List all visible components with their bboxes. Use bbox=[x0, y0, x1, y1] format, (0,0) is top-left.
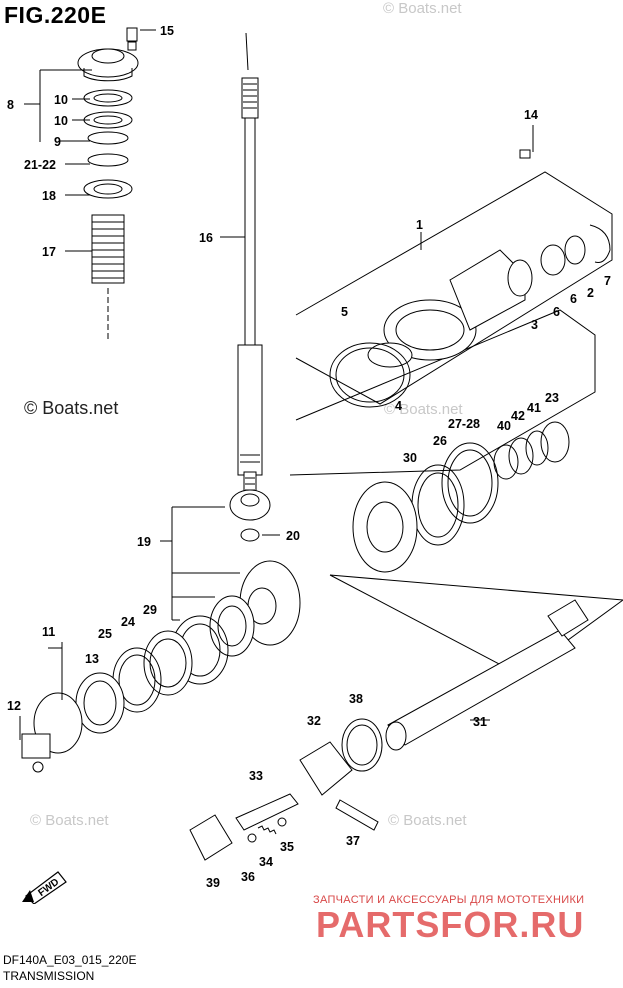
callout-17: 17 bbox=[42, 245, 56, 259]
callout-41: 41 bbox=[527, 401, 541, 415]
callout-24: 24 bbox=[121, 615, 135, 629]
callout-19: 19 bbox=[137, 535, 151, 549]
drive-shaft-16 bbox=[237, 32, 263, 503]
callout-23: 23 bbox=[545, 391, 559, 405]
bearing-rings-right bbox=[352, 421, 570, 573]
callout-34: 34 bbox=[259, 855, 273, 869]
callout-9: 9 bbox=[54, 135, 61, 149]
callout-21-22: 21-22 bbox=[24, 158, 56, 172]
callout-26: 26 bbox=[433, 434, 447, 448]
callout-35: 35 bbox=[280, 840, 294, 854]
callout-25: 25 bbox=[98, 627, 112, 641]
callout-27-28: 27-28 bbox=[448, 417, 480, 431]
figure-title: FIG.220E bbox=[4, 2, 107, 28]
footer-section-name: TRANSMISSION bbox=[3, 969, 95, 983]
watermark-bottom-right: © Boats.net bbox=[388, 812, 467, 829]
callout-14: 14 bbox=[524, 108, 538, 122]
watermark-top-right: © Boats.net bbox=[383, 0, 462, 17]
callout-4: 4 bbox=[395, 399, 402, 413]
callout-10a: 10 bbox=[54, 93, 68, 107]
callout-37: 37 bbox=[346, 834, 360, 848]
footer-diagram-code: DF140A_E03_015_220E bbox=[3, 953, 137, 967]
callout-11: 11 bbox=[42, 625, 55, 639]
callout-3: 3 bbox=[531, 318, 538, 332]
gear-case-1-outline bbox=[289, 149, 613, 476]
callout-33: 33 bbox=[249, 769, 263, 783]
fwd-arrow-icon: FWD bbox=[22, 871, 67, 904]
bearing-housing-15-assembly bbox=[77, 27, 139, 340]
callout-6a: 6 bbox=[570, 292, 577, 306]
callout-38: 38 bbox=[349, 692, 363, 706]
callout-42: 42 bbox=[511, 409, 525, 423]
callout-7: 7 bbox=[604, 274, 611, 288]
callout-1: 1 bbox=[416, 218, 423, 232]
callout-2: 2 bbox=[587, 286, 594, 300]
propeller-shaft-31 bbox=[189, 599, 589, 861]
brand-tagline: ЗАПЧАСТИ И АКСЕССУАРЫ ДЛЯ МОТОТЕХНИКИ bbox=[313, 894, 585, 906]
brand-logo: PARTSFOR.RU bbox=[316, 904, 585, 945]
forward-gear-chain bbox=[21, 560, 623, 773]
callout-29: 29 bbox=[143, 603, 157, 617]
callout-15: 15 bbox=[160, 24, 174, 38]
callout-12: 12 bbox=[7, 699, 21, 713]
callout-39: 39 bbox=[206, 876, 220, 890]
callout-5: 5 bbox=[341, 305, 348, 319]
callout-10b: 10 bbox=[54, 114, 68, 128]
callout-labels: 15 8 10 10 9 21-22 18 17 16 14 1 7 2 6 5… bbox=[7, 24, 611, 890]
callout-36: 36 bbox=[241, 870, 255, 884]
callout-8: 8 bbox=[7, 98, 14, 112]
callout-31: 31 bbox=[473, 715, 487, 729]
callout-13: 13 bbox=[85, 652, 99, 666]
watermark-main: © Boats.net bbox=[24, 398, 119, 418]
watermark-bottom-left: © Boats.net bbox=[30, 812, 109, 829]
callout-30: 30 bbox=[403, 451, 417, 465]
pinion-gear-19 bbox=[229, 489, 271, 542]
callout-6b: 6 bbox=[553, 305, 560, 319]
leader-lines bbox=[19, 29, 534, 740]
callout-16: 16 bbox=[199, 231, 213, 245]
callout-18: 18 bbox=[42, 189, 56, 203]
callout-32: 32 bbox=[307, 714, 321, 728]
callout-40: 40 bbox=[497, 419, 511, 433]
watermark-mid-right: © Boats.net bbox=[384, 401, 463, 418]
callout-20: 20 bbox=[286, 529, 300, 543]
